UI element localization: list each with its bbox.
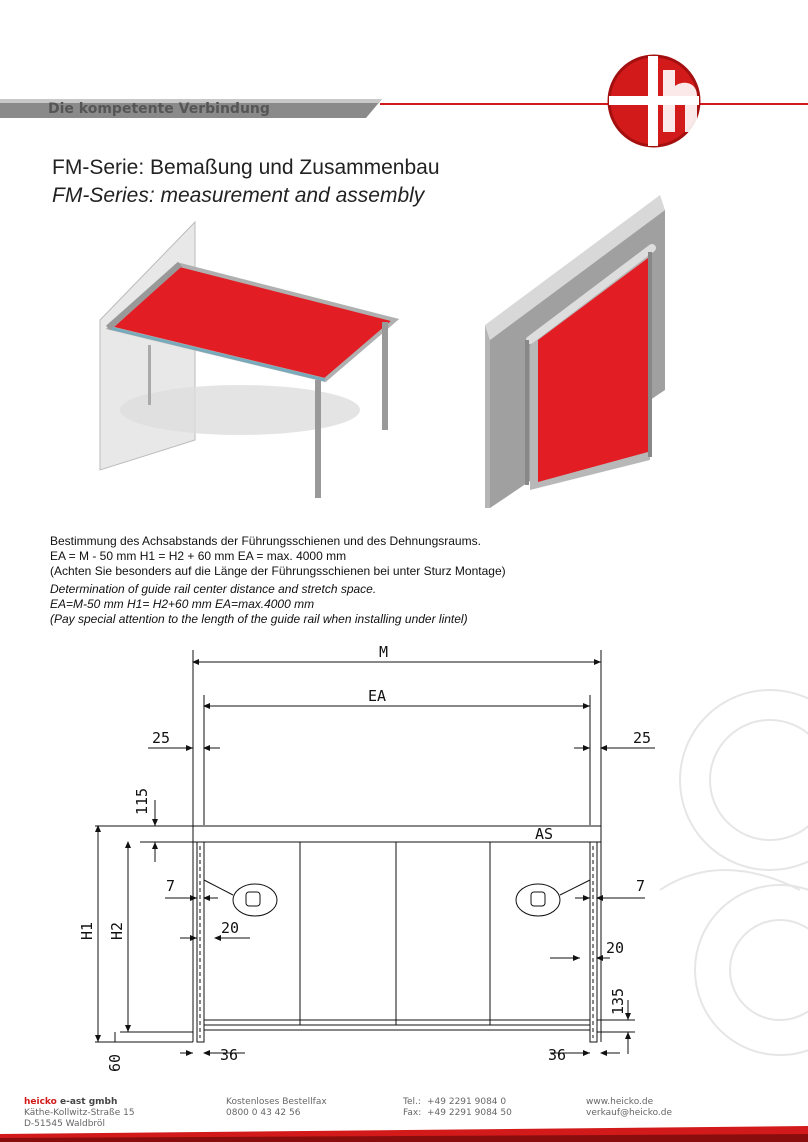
dim-label-36-left: 36	[220, 1046, 238, 1064]
footer-fax2: +49 2291 9084 50	[427, 1108, 512, 1118]
footer-website-link[interactable]: www.heicko.de	[586, 1097, 654, 1107]
dim-label-115: 115	[133, 788, 151, 815]
footer-street: Käthe-Kollwitz-Straße 15	[24, 1108, 135, 1118]
dim-label-60: 60	[106, 1054, 124, 1072]
page-title: FM-Serie: Bemaßung und Zusammenbau	[52, 156, 440, 179]
footer-phone: Tel.: +49 2291 9084 0 Fax: +49 2291 9084 5…	[403, 1097, 512, 1119]
dim-label-H1: H1	[80, 922, 96, 940]
footer-fax-free: 0800 0 43 42 56	[226, 1108, 301, 1118]
illustration-vertical-screen	[485, 195, 665, 508]
dim-label-25-left: 25	[152, 729, 170, 747]
footer-tel-label: Tel.:	[403, 1097, 421, 1107]
footer-city: D-51545 Waldbröl	[24, 1119, 105, 1129]
technical-drawing: M EA 25 25 115 AS 7 7 20 20 H1 H2 135 60…	[80, 643, 655, 1072]
tagline: Die kompetente Verbindung	[48, 101, 270, 117]
desc-line-3: (Achten Sie besonders auf die Länge der …	[50, 564, 506, 578]
dim-label-20-left: 20	[221, 919, 239, 937]
footer-email-link[interactable]: verkauf@heicko.de	[586, 1108, 673, 1118]
footer-address: heicko e-ast gmbh Käthe-Kollwitz-Straße …	[24, 1097, 135, 1130]
company-logo	[607, 54, 701, 148]
footer-company-brand: heicko	[24, 1097, 57, 1107]
dim-label-25-right: 25	[633, 729, 651, 747]
desc-line-6: (Pay special attention to the length of …	[50, 612, 468, 626]
dim-label-7-right: 7	[636, 877, 645, 895]
desc-line-1: Bestimmung des Achsabstands der Führungs…	[50, 534, 481, 548]
illustration-horizontal-awning	[99, 220, 400, 498]
dim-label-M: M	[379, 643, 388, 661]
dim-label-135: 135	[609, 988, 627, 1015]
header-band	[0, 54, 808, 148]
dim-label-H2: H2	[108, 922, 126, 940]
footer-tel: +49 2291 9084 0	[427, 1097, 507, 1107]
dim-label-AS: AS	[535, 825, 553, 843]
footer-fax2-label: Fax:	[403, 1108, 422, 1118]
background-watermark	[659, 689, 808, 1056]
footer-bar	[0, 1126, 808, 1142]
desc-line-2: EA = M - 50 mm H1 = H2 + 60 mm EA = max.…	[50, 549, 347, 563]
footer-company: heicko e-ast gmbh	[24, 1097, 135, 1108]
page-subtitle: FM-Series: measurement and assembly	[52, 184, 425, 207]
dim-label-EA: EA	[368, 687, 386, 705]
footer-company-rest: e-ast gmbh	[56, 1097, 118, 1107]
footer-fax-label: Kostenloses Bestellfax	[226, 1097, 327, 1107]
dim-label-20-right: 20	[606, 939, 624, 957]
desc-line-4: Determination of guide rail center dista…	[50, 582, 377, 596]
footer-order-fax: Kostenloses Bestellfax 0800 0 43 42 56	[226, 1097, 327, 1119]
dim-label-36-right: 36	[548, 1046, 566, 1064]
desc-line-5: EA=M-50 mm H1= H2+60 mm EA=max.4000 mm	[50, 597, 315, 611]
dim-label-7-left: 7	[166, 877, 175, 895]
footer-web: www.heicko.de verkauf@heicko.de	[586, 1097, 672, 1119]
tagline-band	[0, 99, 382, 118]
tagline-band-highlight	[0, 99, 382, 103]
